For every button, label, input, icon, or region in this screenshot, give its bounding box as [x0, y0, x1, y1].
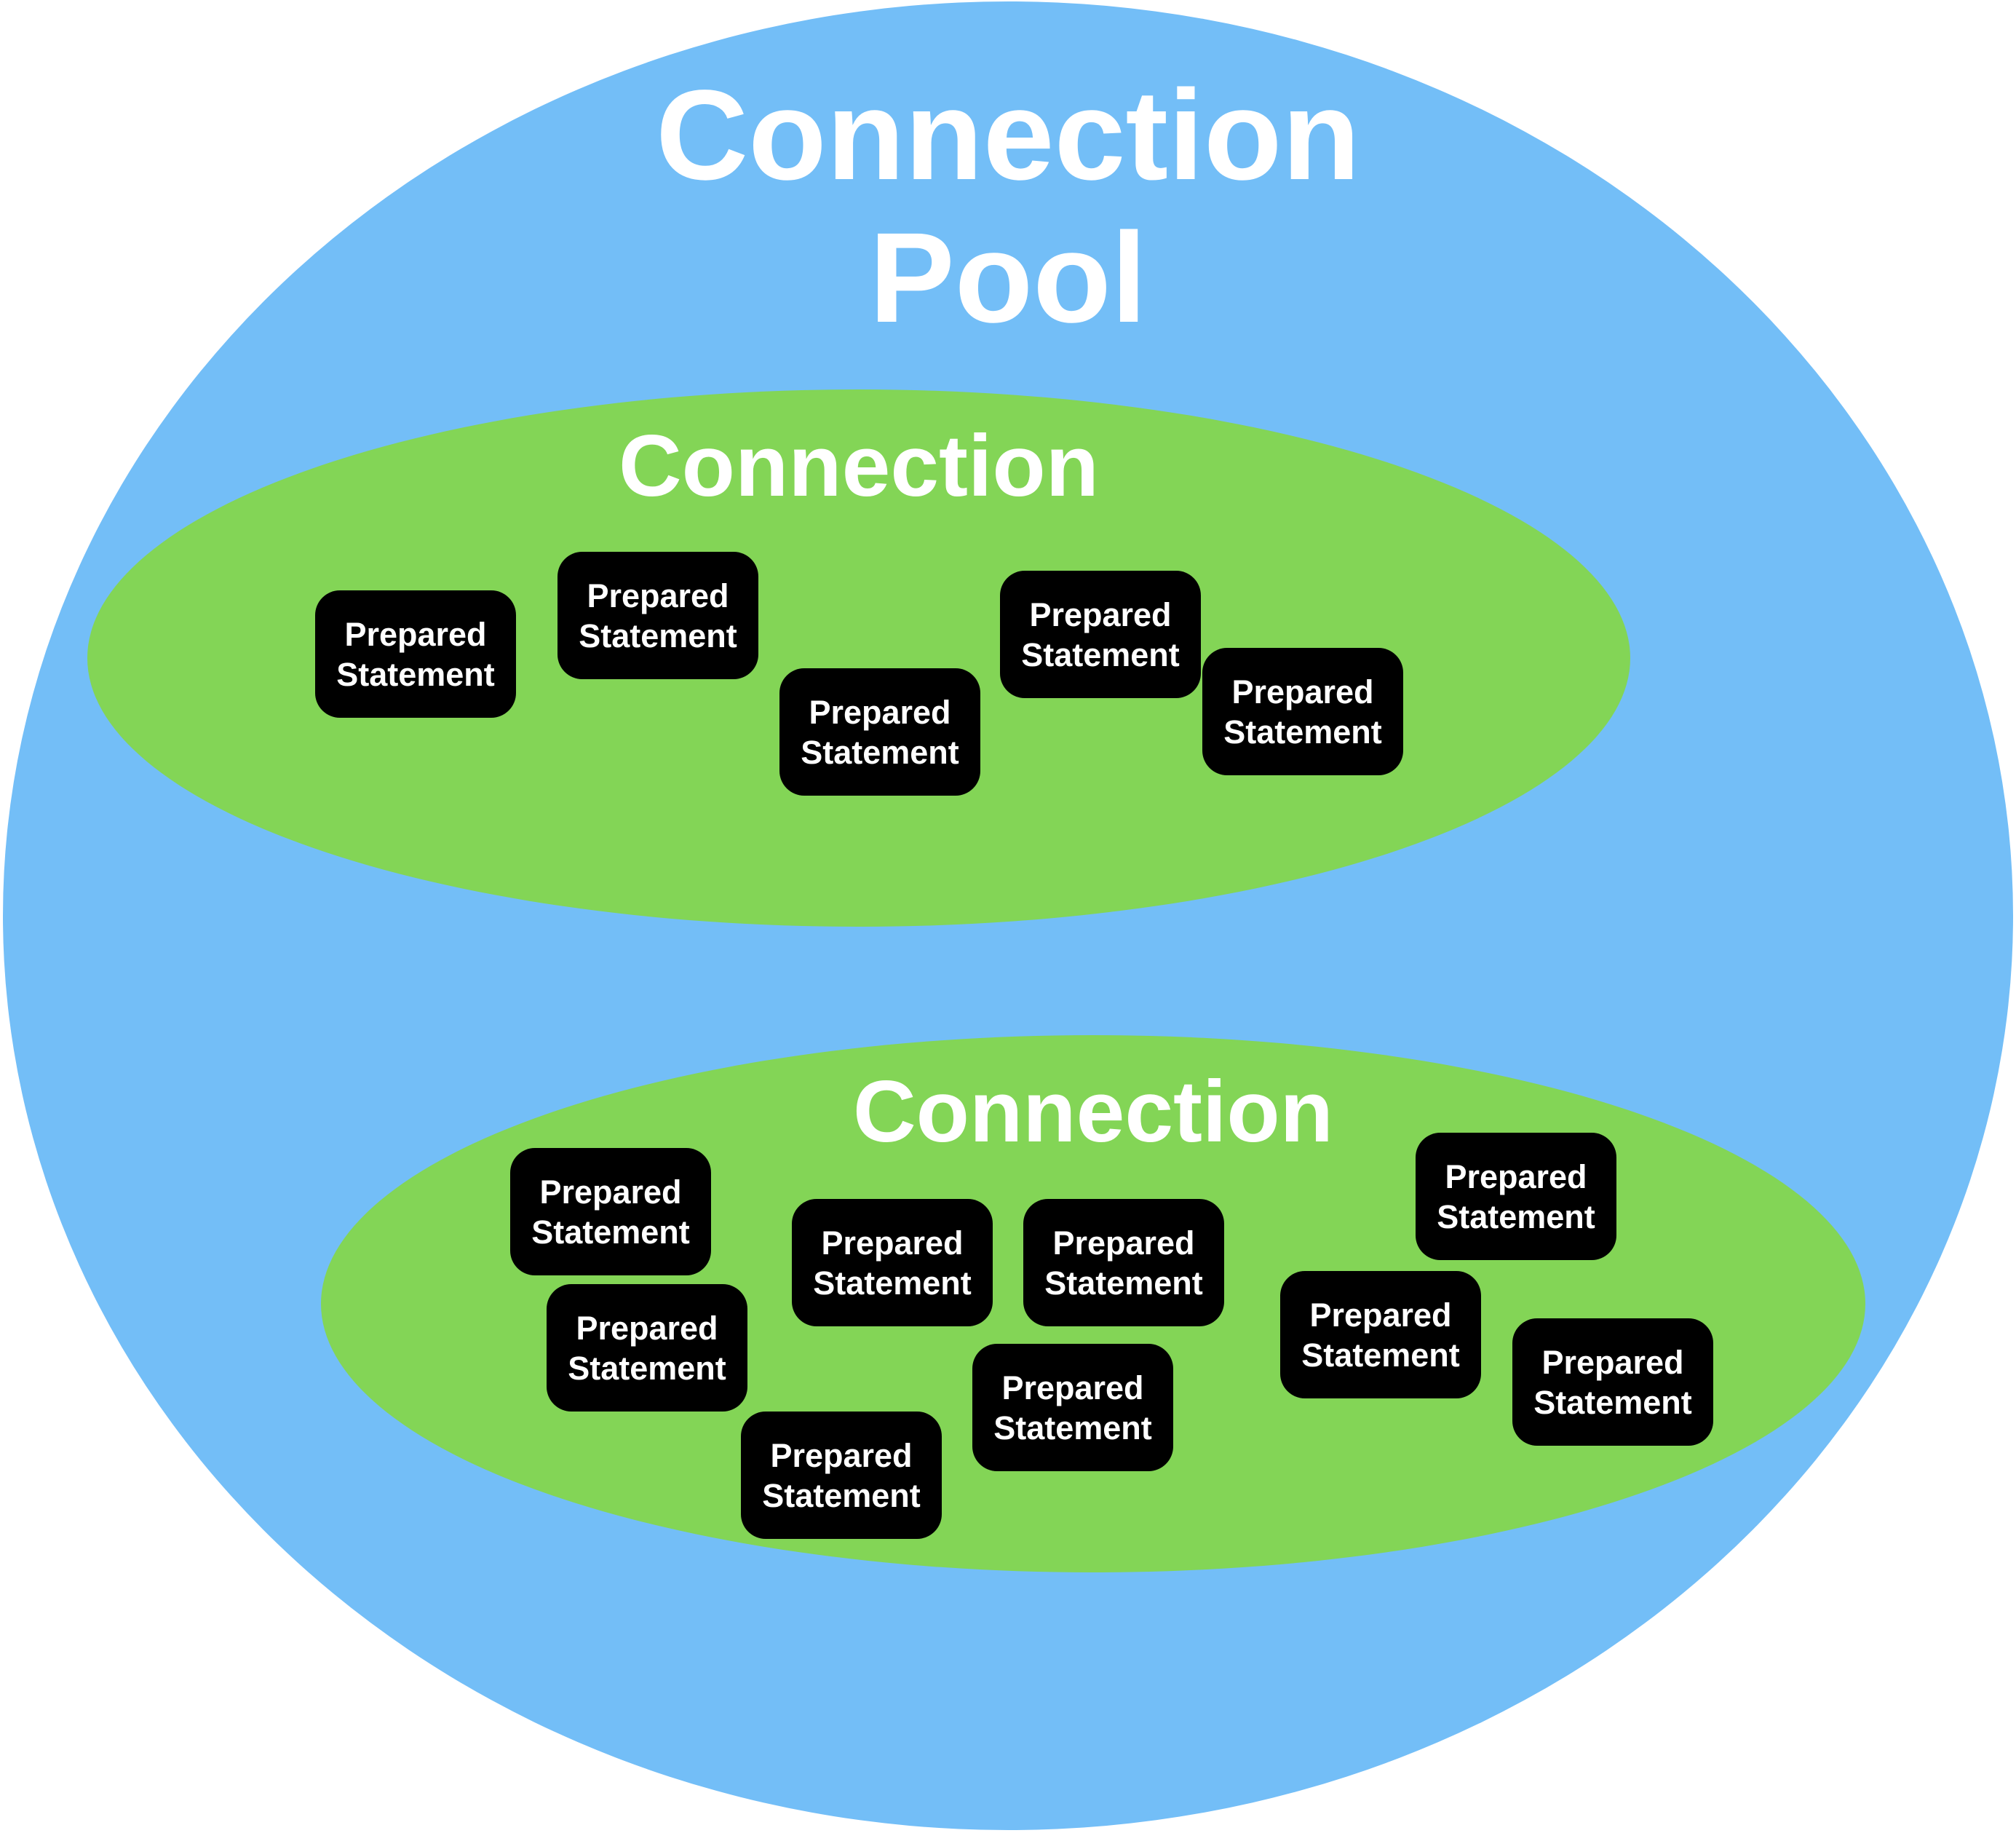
prepared-statement-box: Prepared Statement [792, 1199, 993, 1326]
prepared-statement-line-1: Prepared [1541, 1343, 1684, 1381]
prepared-statement-line-1: Prepared [587, 577, 729, 614]
prepared-statement-box: Prepared Statement [972, 1344, 1173, 1471]
prepared-statement-line-2: Statement [1021, 636, 1180, 673]
prepared-statement-line-2: Statement [813, 1264, 972, 1302]
pool-title-line-1: Connection [656, 64, 1360, 207]
prepared-statement-line-2: Statement [1533, 1383, 1692, 1421]
connection-title-2: Connection [853, 1063, 1333, 1160]
prepared-statement-line-2: Statement [801, 733, 959, 771]
prepared-statement-line-1: Prepared [344, 615, 487, 653]
prepared-statement-line-2: Statement [336, 655, 495, 693]
prepared-statement-line-1: Prepared [1231, 673, 1374, 710]
prepared-statement-line-2: Statement [1044, 1264, 1203, 1302]
prepared-statement-line-1: Prepared [1309, 1296, 1452, 1334]
prepared-statement-box: Prepared Statement [1000, 571, 1201, 698]
prepared-statement-box: Prepared Statement [557, 552, 758, 679]
prepared-statement-line-2: Statement [762, 1476, 921, 1514]
pool-title-line-2: Pool [869, 207, 1147, 349]
prepared-statement-box: Prepared Statement [315, 590, 516, 718]
prepared-statement-line-2: Statement [1223, 713, 1382, 751]
prepared-statement-line-2: Statement [531, 1213, 690, 1251]
prepared-statement-line-2: Statement [1301, 1336, 1460, 1374]
prepared-statement-box: Prepared Statement [547, 1284, 747, 1412]
prepared-statement-line-2: Statement [1437, 1197, 1595, 1235]
prepared-statement-box: Prepared Statement [510, 1148, 711, 1275]
prepared-statement-line-1: Prepared [1052, 1224, 1195, 1262]
connection-title-1: Connection [619, 417, 1099, 515]
prepared-statement-box: Prepared Statement [1512, 1318, 1713, 1446]
prepared-statement-line-1: Prepared [1445, 1157, 1587, 1195]
prepared-statement-box: Prepared Statement [741, 1412, 942, 1539]
prepared-statement-box: Prepared Statement [1023, 1199, 1224, 1326]
prepared-statement-line-2: Statement [579, 617, 737, 654]
prepared-statement-box: Prepared Statement [1416, 1133, 1616, 1260]
prepared-statement-line-2: Statement [993, 1409, 1152, 1446]
prepared-statement-line-1: Prepared [576, 1309, 718, 1347]
prepared-statement-box: Prepared Statement [1280, 1271, 1481, 1398]
prepared-statement-box: Prepared Statement [779, 668, 980, 796]
prepared-statement-line-1: Prepared [1029, 595, 1172, 633]
prepared-statement-line-1: Prepared [770, 1436, 913, 1474]
prepared-statement-line-1: Prepared [809, 693, 951, 731]
prepared-statement-line-1: Prepared [821, 1224, 964, 1262]
prepared-statement-line-2: Statement [568, 1349, 726, 1387]
prepared-statement-line-1: Prepared [1001, 1369, 1144, 1406]
prepared-statement-line-1: Prepared [539, 1173, 682, 1211]
connection-pool-title: Connection Pool [0, 64, 2016, 349]
prepared-statement-box: Prepared Statement [1202, 648, 1403, 775]
